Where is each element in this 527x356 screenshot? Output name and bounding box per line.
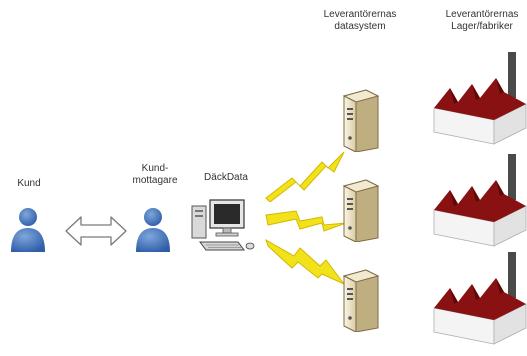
factory-icon	[430, 248, 527, 348]
systems-header-line1: Leverantörernas	[323, 9, 397, 20]
customer-label: Kund	[17, 178, 41, 189]
factory-icon	[430, 48, 527, 148]
lightning-bolt-icon	[262, 205, 348, 239]
factories-header-line1: Leverantörernas	[445, 9, 519, 20]
systems-header-line2: datasystem	[334, 21, 386, 32]
server-tower-icon	[338, 178, 384, 242]
lightning-bolt-icon	[262, 236, 348, 290]
dackdata-label: DäckData	[204, 172, 248, 183]
factory-icon	[430, 150, 527, 250]
receiver-label: Kund- mottagare	[120, 163, 190, 187]
systems-header: Leverantörernas datasystem	[310, 9, 410, 33]
desktop-computer-icon	[188, 196, 260, 254]
double-arrow-icon	[64, 214, 128, 248]
server-tower-icon	[338, 88, 384, 152]
customer-person-icon	[8, 206, 48, 254]
factories-header: Leverantörernas Lager/fabriker	[432, 9, 527, 33]
receiver-label-line1: Kund-	[141, 163, 169, 174]
server-tower-icon	[338, 268, 384, 332]
receiver-label-line2: mottagare	[132, 175, 178, 186]
receiver-person-icon	[133, 206, 173, 254]
factories-header-line2: Lager/fabriker	[451, 21, 513, 32]
lightning-bolt-icon	[262, 148, 348, 202]
